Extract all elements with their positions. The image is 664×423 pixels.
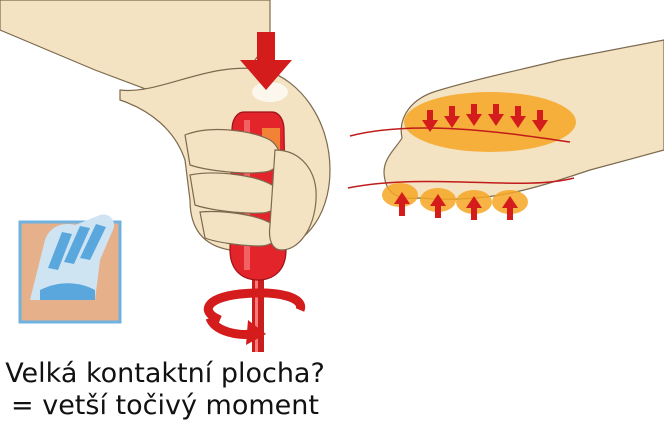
glove-icon [20,214,120,322]
caption-line-2: = vetší točivý moment [0,390,330,422]
caption-line-1: Velká kontaktní plocha? [0,358,330,390]
right-hand-contact [348,40,664,214]
